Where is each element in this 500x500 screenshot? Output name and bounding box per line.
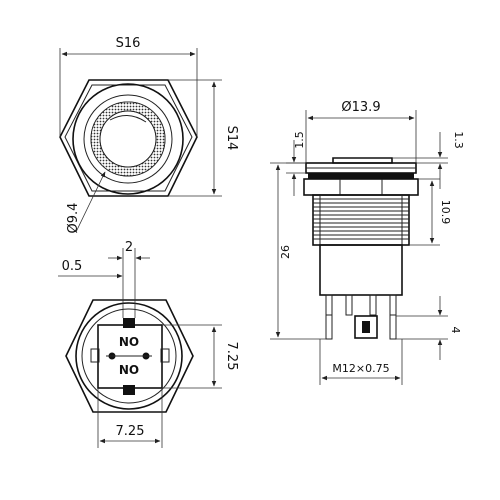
side-terminal-4 bbox=[389, 294, 397, 316]
upper-terminal-pin bbox=[123, 318, 135, 328]
dim-head-diameter: Ø13.9 bbox=[341, 100, 380, 115]
thread-lines bbox=[313, 198, 409, 240]
button-highlight-arc bbox=[109, 115, 147, 123]
bezel-ring bbox=[83, 94, 173, 184]
dim-cap-height: 1.3 bbox=[452, 131, 465, 149]
lower-terminal-pin bbox=[123, 385, 135, 395]
dim-bottom-width: 7.25 bbox=[116, 424, 145, 439]
dim-top-height: S14 bbox=[224, 126, 239, 151]
dim-thread-length: 10.9 bbox=[439, 200, 452, 225]
dim-head-height: 1.5 bbox=[293, 131, 306, 149]
switch-housing bbox=[319, 244, 403, 296]
right-terminal-pin bbox=[160, 348, 170, 363]
side-terminal-3 bbox=[369, 294, 377, 316]
dim-led-diameter: Ø9.4 bbox=[66, 203, 81, 234]
upper-contact-label: NO bbox=[119, 335, 139, 349]
dim-terminal-length: 4 bbox=[449, 327, 462, 334]
hex-nut-side bbox=[303, 178, 419, 196]
side-view: Ø13.9 1.5 1.3 10.9 26 4 M12×0.75 bbox=[270, 100, 465, 385]
dim-pin-width: 2 bbox=[125, 240, 133, 255]
bottom-hex-outline bbox=[65, 299, 194, 413]
side-terminal-1 bbox=[325, 294, 333, 316]
dim-top-width: S16 bbox=[116, 36, 141, 51]
hex-nut-outline bbox=[59, 79, 198, 197]
dim-thread-spec: M12×0.75 bbox=[332, 362, 389, 375]
hex-nut-inner-chamfer bbox=[64, 84, 193, 192]
lower-contact-label: NO bbox=[119, 363, 139, 377]
solder-lug-hole bbox=[362, 321, 370, 333]
dim-pin-offset: 0.5 bbox=[62, 259, 83, 274]
bottom-view: NO NO 2 0.5 7.25 7.25 bbox=[58, 240, 239, 448]
top-view: S16 S14 Ø9.4 bbox=[59, 36, 239, 234]
dim-bottom-height: 7.25 bbox=[224, 342, 239, 371]
left-terminal-pin bbox=[90, 348, 100, 363]
dim-total-length: 26 bbox=[279, 245, 292, 259]
led-ring-fill bbox=[90, 101, 166, 177]
side-terminal-2 bbox=[345, 294, 353, 316]
o-ring bbox=[308, 173, 414, 179]
button-face bbox=[99, 110, 157, 168]
bezel-outer-ring bbox=[72, 83, 184, 195]
solder-lug bbox=[354, 315, 378, 339]
bottom-thread-outer bbox=[75, 302, 183, 410]
terminal-tip-left bbox=[325, 314, 333, 340]
terminal-tip-right bbox=[389, 314, 397, 340]
bottom-thread-inner bbox=[81, 308, 177, 404]
